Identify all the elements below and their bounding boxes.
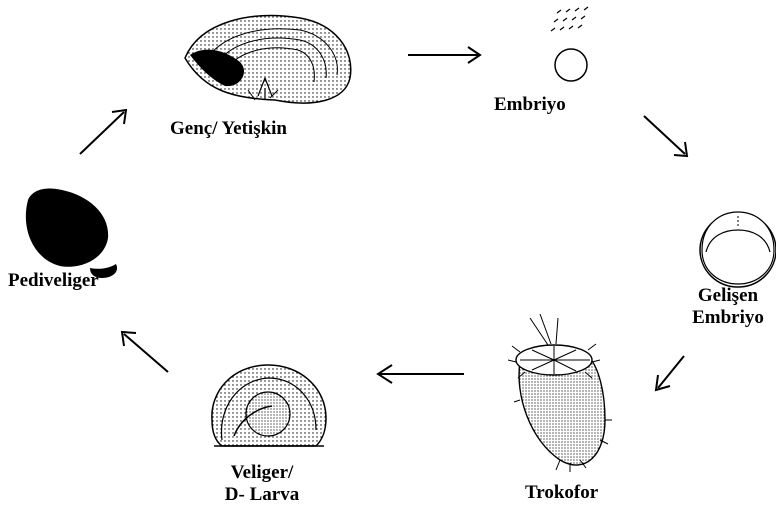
- developing-embryo-icon: [700, 212, 776, 287]
- arrow-veliger-to-pediveliger-icon: [122, 332, 168, 372]
- label-developing-line1: Gelişen: [680, 285, 776, 307]
- arrow-pediveliger-to-adult-icon: [80, 110, 126, 154]
- label-developing-line2: Embriyo: [680, 307, 776, 329]
- arrow-embryo-to-developing-icon: [644, 116, 687, 156]
- label-pediveliger: Pediveliger: [8, 270, 99, 292]
- arrow-developing-to-trochophore-icon: [656, 356, 684, 390]
- label-embryo: Embriyo: [494, 94, 566, 116]
- arrow-adult-to-embryo-icon: [408, 47, 480, 63]
- cycle-arrows: [80, 47, 687, 390]
- arrow-trochophore-to-veliger-icon: [378, 365, 464, 383]
- egg-sperm-icon: [551, 7, 588, 81]
- label-adult: Genç/ Yetişkin: [170, 118, 287, 140]
- trochophore-larva-icon: [508, 314, 612, 472]
- label-developing-embryo: Gelişen Embriyo: [680, 285, 776, 329]
- pediveliger-larva-icon: [26, 188, 117, 278]
- label-veliger-line1: Veliger/: [212, 462, 312, 484]
- veliger-larva-icon: [212, 365, 326, 446]
- label-veliger-line2: D- Larva: [212, 484, 312, 506]
- mussel-adult-icon: [185, 16, 351, 103]
- label-trochophore: Trokofor: [525, 482, 598, 504]
- label-veliger: Veliger/ D- Larva: [212, 462, 312, 506]
